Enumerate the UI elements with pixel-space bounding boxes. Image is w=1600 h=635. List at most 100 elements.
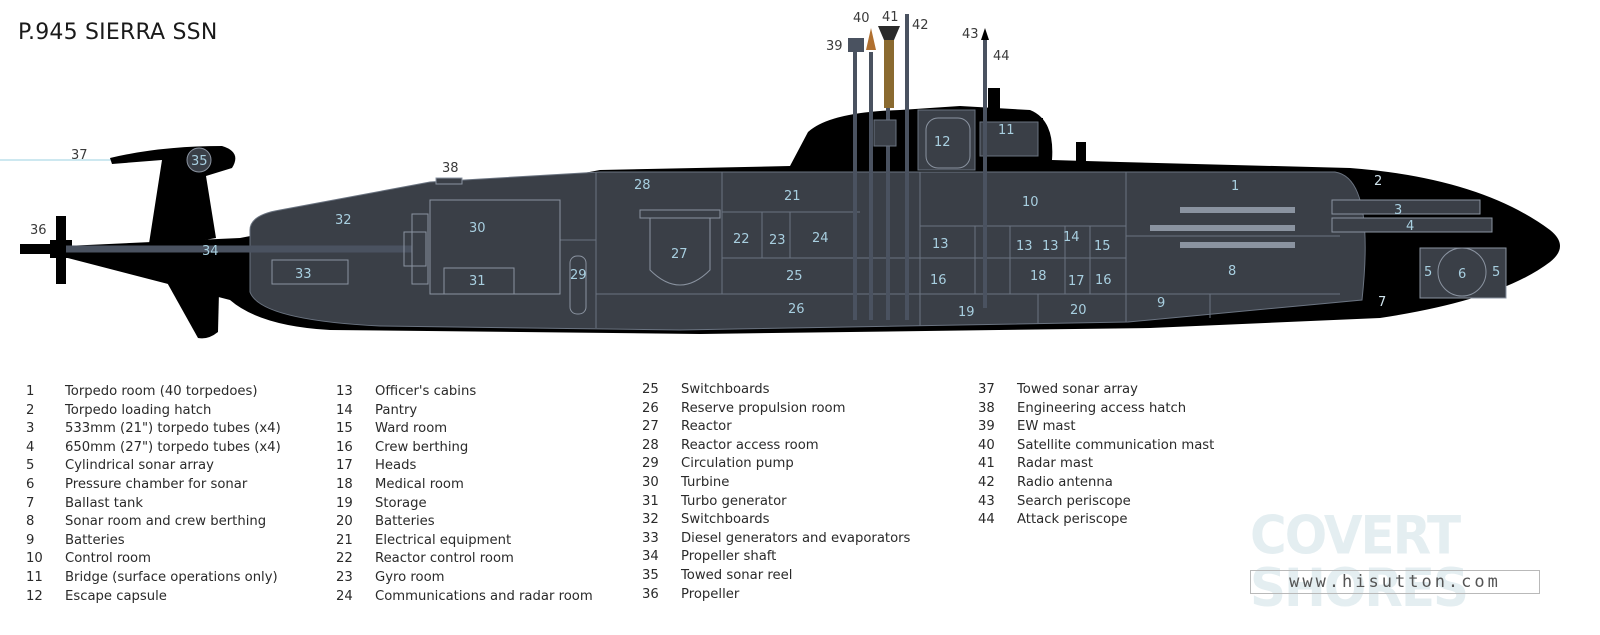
brand-watermark: COVERT SHORES [1250, 505, 1469, 619]
torpedo-tube-650 [1331, 217, 1493, 233]
circulation-pump [569, 255, 587, 315]
label-31: 31 [469, 274, 486, 289]
label-43: 43 [962, 27, 979, 42]
satcom-mast-head [866, 28, 876, 50]
label-19: 19 [958, 305, 975, 320]
compartment-dividers [560, 172, 1340, 328]
diesel-generator-block [271, 259, 349, 285]
ew-mast-head [848, 38, 864, 52]
label-9: 9 [1157, 296, 1165, 311]
label-16b: 16 [1095, 273, 1112, 288]
pressure-hull [249, 171, 1366, 331]
shaft-coupling [403, 231, 427, 267]
sail-stub-aft [1076, 142, 1086, 164]
label-13c: 13 [1042, 239, 1059, 254]
bridge-compartment [979, 121, 1039, 157]
label-17: 17 [1068, 274, 1085, 289]
engineering-hatch [435, 177, 463, 185]
label-23: 23 [769, 233, 786, 248]
label-33: 33 [295, 267, 312, 282]
label-25: 25 [786, 269, 803, 284]
label-44: 44 [993, 49, 1010, 64]
brand-url: www.hisutton.com [1250, 570, 1540, 594]
label-42: 42 [912, 18, 929, 33]
label-21: 21 [784, 189, 801, 204]
submarine-cutaway-diagram: 1 2 3 4 5 6 5 7 8 9 10 11 12 13 13 13 14… [0, 10, 1560, 339]
label-28: 28 [634, 178, 651, 193]
label-22: 22 [733, 232, 750, 247]
component-labels: 1 2 3 4 5 6 5 7 8 9 10 11 12 13 13 13 14… [30, 10, 1500, 320]
label-36: 36 [30, 223, 47, 238]
label-15: 15 [1094, 239, 1111, 254]
torpedo-tube-533 [1331, 199, 1481, 215]
mast-housing [873, 119, 897, 147]
label-3: 3 [1394, 203, 1402, 218]
label-11: 11 [998, 123, 1015, 138]
lower-fin [150, 252, 220, 339]
upper-fin [110, 146, 236, 250]
label-29: 29 [570, 268, 587, 283]
label-18: 18 [1030, 269, 1047, 284]
shaft-gear [411, 213, 429, 285]
label-14: 14 [1063, 230, 1080, 245]
page-title: P.945 SIERRA SSN [18, 20, 218, 45]
label-27: 27 [671, 247, 688, 262]
label-39: 39 [826, 39, 843, 54]
label-8: 8 [1228, 264, 1236, 279]
escape-capsule [925, 117, 971, 169]
periscope-head [981, 28, 989, 40]
label-38: 38 [442, 161, 459, 176]
towed-sonar-reel [186, 147, 212, 173]
label-7: 7 [1378, 295, 1386, 310]
label-41: 41 [882, 10, 899, 25]
label-24: 24 [812, 231, 829, 246]
label-1: 1 [1231, 179, 1239, 194]
label-35: 35 [191, 154, 208, 169]
label-4: 4 [1406, 219, 1414, 234]
label-40: 40 [853, 11, 870, 26]
label-5a: 5 [1424, 265, 1432, 280]
label-20: 20 [1070, 303, 1087, 318]
turbo-generator-block [443, 267, 515, 295]
label-2: 2 [1374, 174, 1382, 189]
label-10: 10 [1022, 195, 1039, 210]
label-30: 30 [469, 221, 486, 236]
